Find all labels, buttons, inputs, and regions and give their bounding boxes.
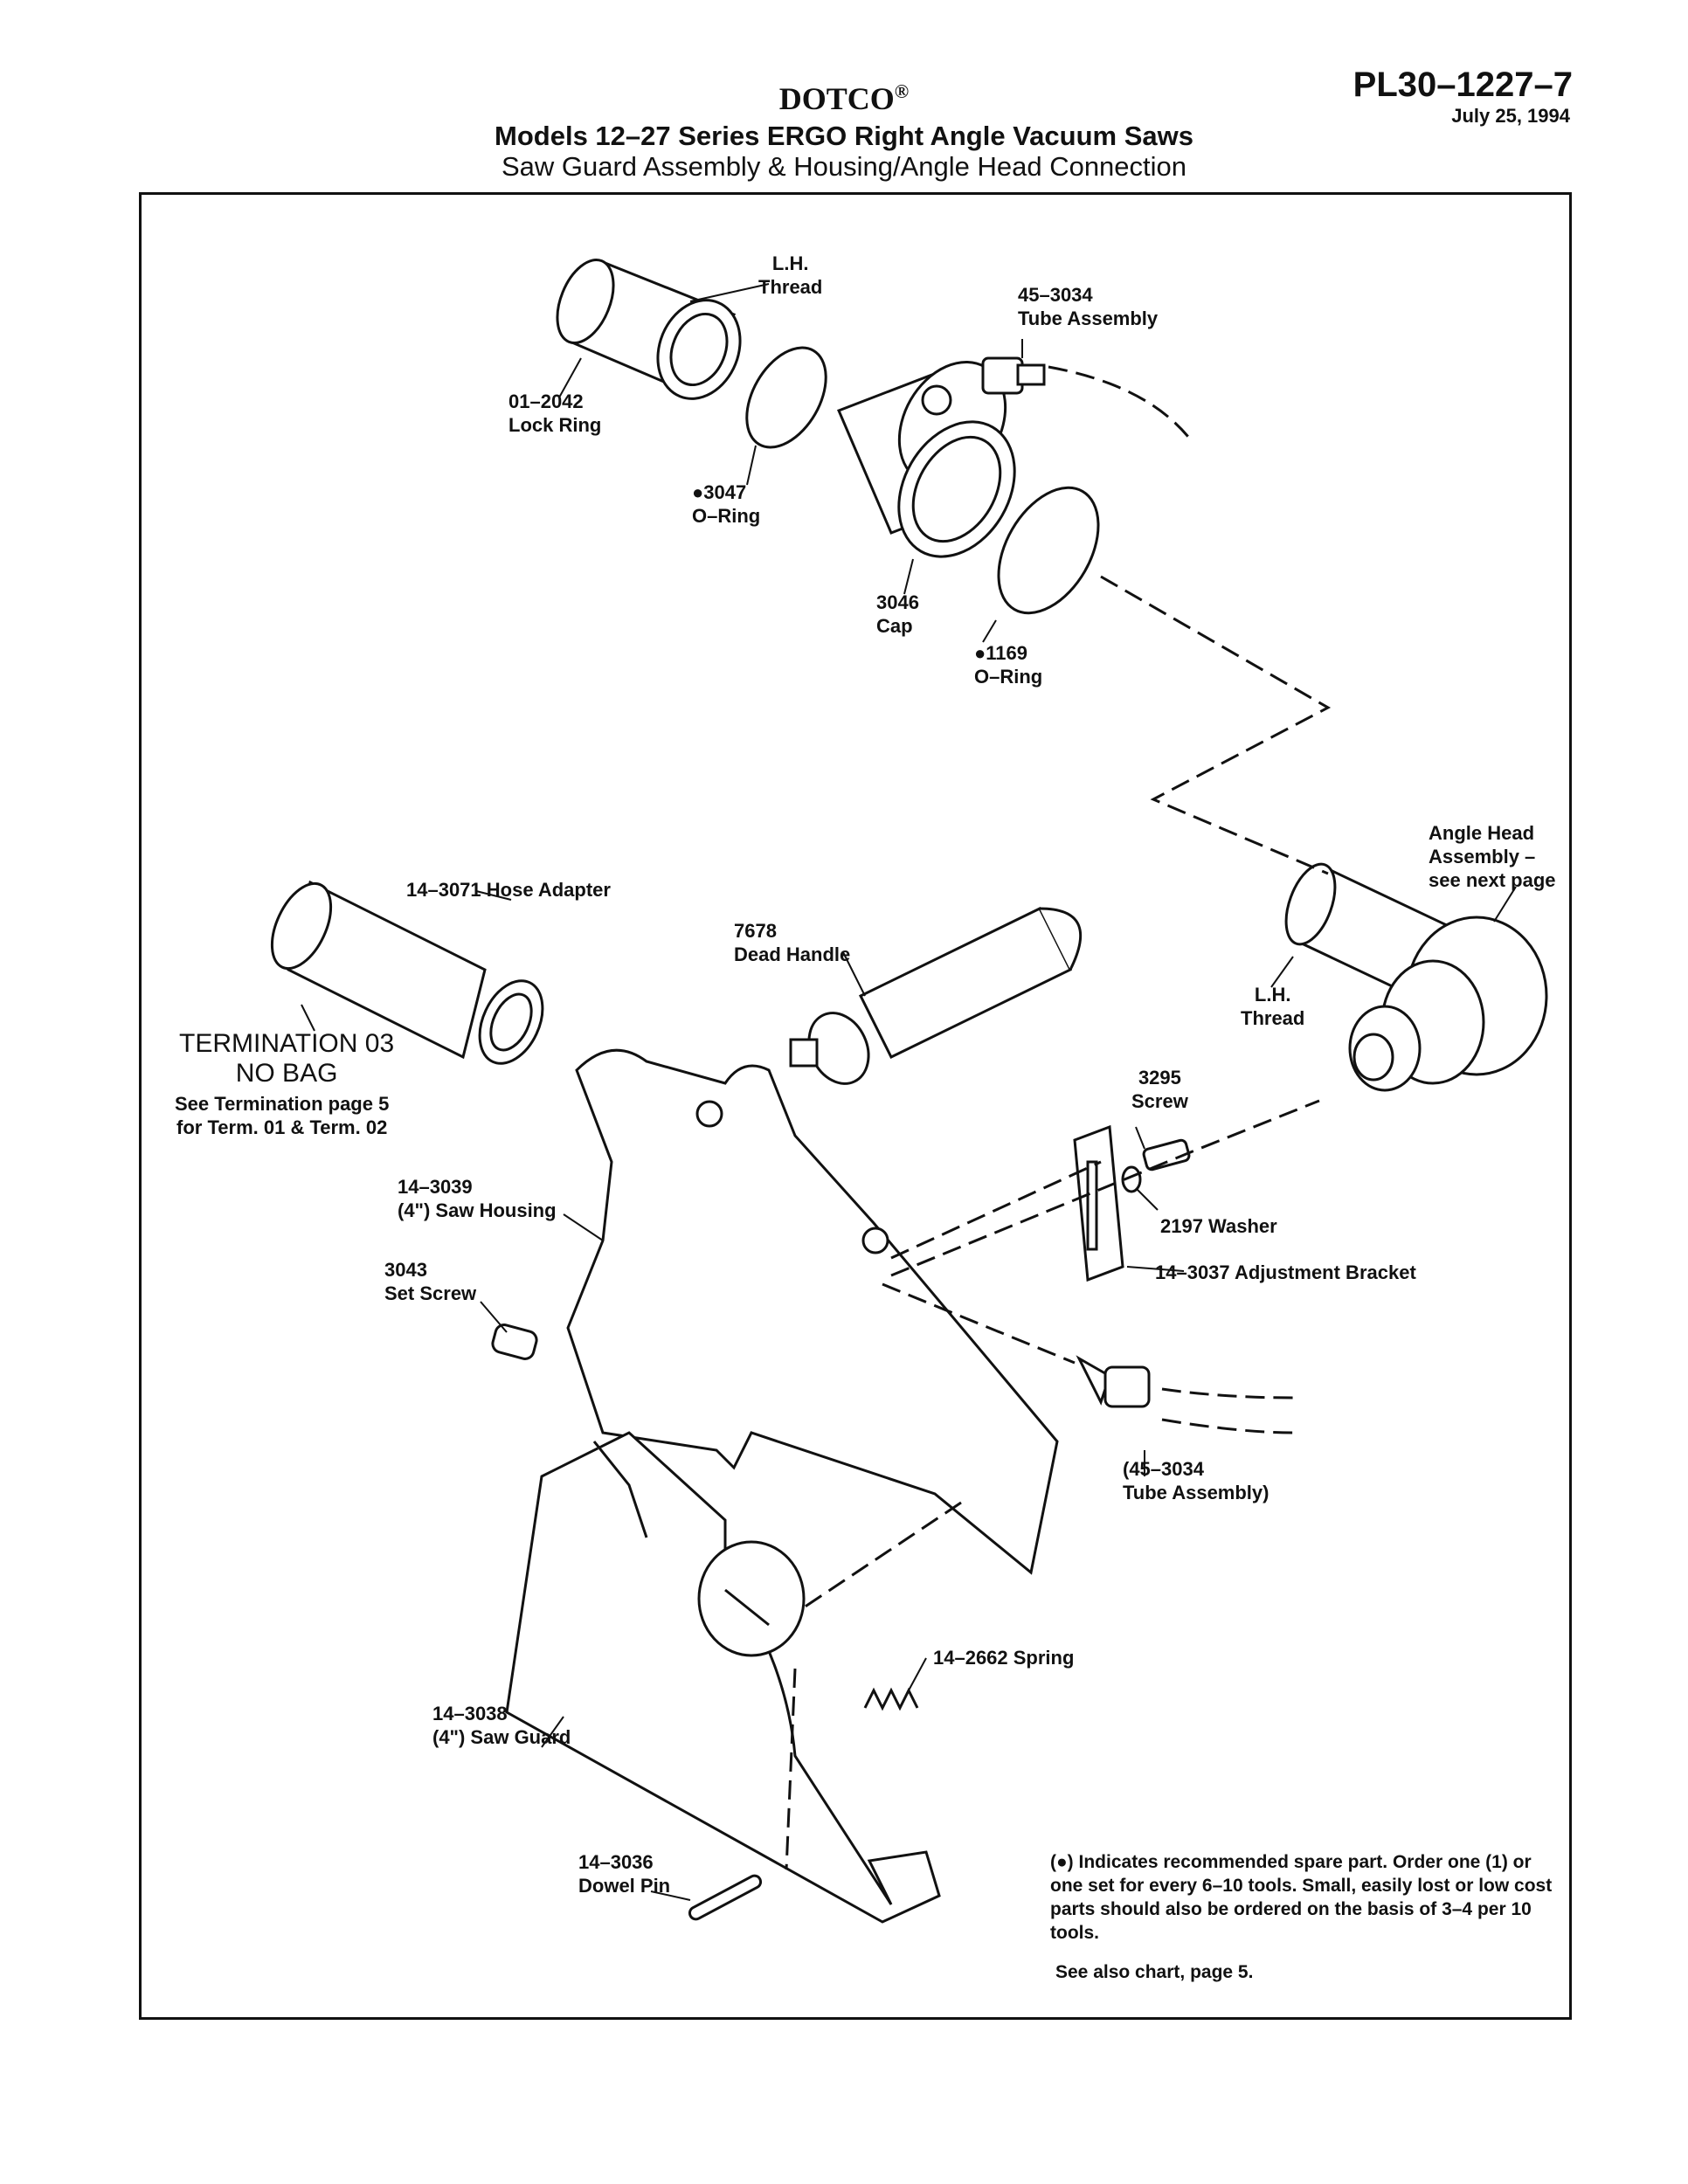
lh-thread-top-label: L.H.Thread bbox=[758, 252, 823, 298]
saw-guard-part bbox=[505, 1431, 941, 1924]
angle-head-part bbox=[1284, 862, 1548, 1092]
spare-parts-footnote: (●) Indicates recommended spare part. Or… bbox=[1050, 1852, 1553, 1943]
page-subtitle: Saw Guard Assembly & Housing/Angle Head … bbox=[501, 151, 1187, 182]
spring-part bbox=[863, 1687, 919, 1711]
leader-lines bbox=[301, 283, 1517, 1901]
saw-housing-part bbox=[566, 1048, 1059, 1575]
document-date: July 25, 1994 bbox=[1451, 105, 1570, 127]
brand-title: DOTCO® bbox=[778, 80, 910, 116]
document-number: PL30–1227–7 bbox=[1352, 66, 1573, 104]
see-also-note: See also chart, page 5. bbox=[1055, 1962, 1254, 1982]
diagram-frame bbox=[139, 192, 1572, 2020]
set-screw-part bbox=[491, 1324, 538, 1360]
page-title: Models 12–27 Series ERGO Right Angle Vac… bbox=[495, 121, 1193, 151]
connection-lines bbox=[785, 365, 1332, 1870]
dowel-pin-part bbox=[688, 1874, 763, 1921]
dead-handle-part bbox=[789, 907, 1083, 1085]
hose-adapter-part bbox=[270, 880, 544, 1065]
hose-adapter-label: 14–3071 Hose Adapter bbox=[406, 879, 611, 901]
o-ring-3047-part bbox=[745, 346, 827, 449]
washer-part bbox=[1121, 1165, 1142, 1193]
lock-ring-part bbox=[556, 258, 742, 400]
adjustment-bracket-label: 14–3037 Adjustment Bracket bbox=[1155, 1261, 1416, 1283]
tube-assembly-top-part bbox=[981, 356, 1046, 395]
o-ring-1169-part bbox=[997, 486, 1100, 615]
spring-label: 14–2662 Spring bbox=[933, 1647, 1075, 1669]
lh-thread-right-label: L.H.Thread bbox=[1241, 984, 1305, 1029]
cap-part bbox=[837, 360, 1016, 558]
saw-housing-label: 14–3039(4") Saw Housing bbox=[398, 1176, 557, 1221]
washer-label: 2197 Washer bbox=[1160, 1215, 1277, 1237]
tube-assembly-bottom-part bbox=[1076, 1355, 1151, 1408]
saw-guard-label: 14–3038(4") Saw Guard bbox=[432, 1703, 571, 1748]
adjustment-bracket-part bbox=[1073, 1124, 1124, 1282]
screw-3295-part bbox=[1142, 1138, 1191, 1171]
